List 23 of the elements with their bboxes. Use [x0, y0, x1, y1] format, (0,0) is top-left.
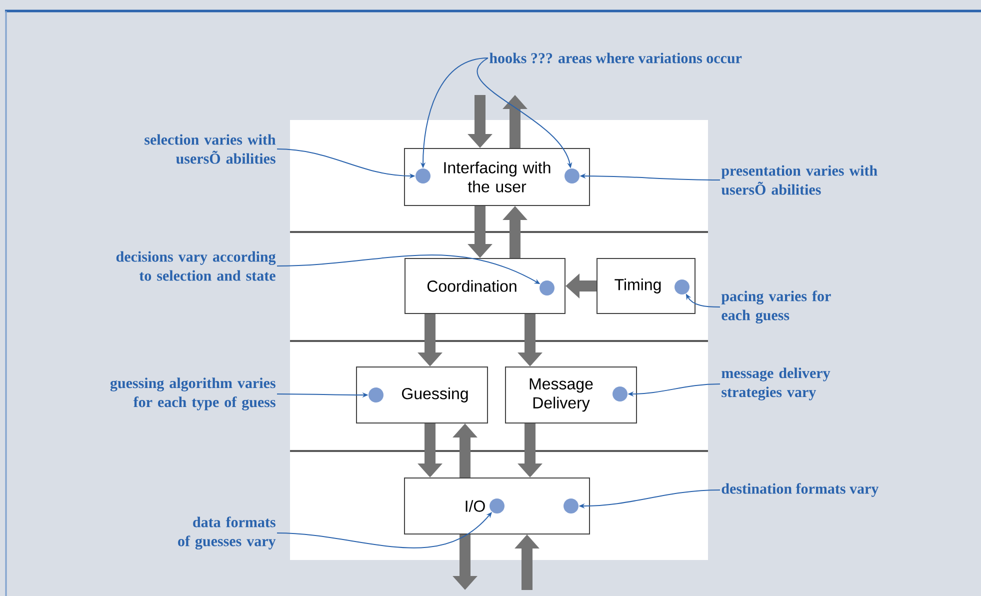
- hook-dot: [564, 498, 578, 514]
- hook-dot: [564, 168, 580, 184]
- callout-text: destination formats vary: [722, 483, 879, 497]
- hook-dot: [540, 280, 554, 296]
- callout-text: selection varies with usersÕ abilities: [144, 134, 276, 164]
- process-box: Guessing: [356, 366, 488, 424]
- process-box: Timing: [596, 258, 696, 314]
- hook-dot: [674, 280, 690, 294]
- callout-text: presentation varies with usersÕ abilities: [721, 165, 878, 195]
- callout-text: guessing algorithm varies for each type of guess: [110, 378, 276, 410]
- callout-text: pacing varies for each guess: [721, 290, 831, 324]
- hook-dot: [416, 168, 430, 184]
- process-box: Interfacing with the user: [404, 148, 590, 206]
- process-box: Message Delivery: [505, 366, 637, 424]
- hook-dot: [612, 386, 628, 402]
- process-box: Coordination: [404, 258, 566, 314]
- hook-dot: [490, 498, 504, 514]
- callout-text: message delivery strategies vary: [722, 368, 830, 400]
- callout-text: hooks ??? areas where variations occur: [490, 52, 742, 64]
- callout-text: decisions vary according to selection and state: [116, 251, 276, 281]
- hook-dot: [368, 388, 384, 402]
- callout-text: data formats of guesses vary: [178, 516, 276, 550]
- process-box: I/O: [404, 478, 590, 534]
